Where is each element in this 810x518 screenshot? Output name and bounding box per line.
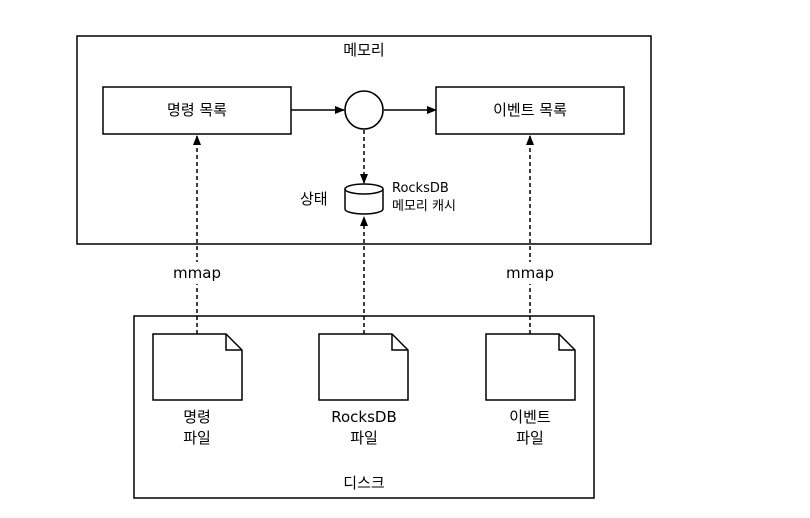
disk-title: 디스크 <box>343 474 385 492</box>
command-list-label: 명령 목록 <box>167 101 227 119</box>
mmap-label-right: mmap <box>506 264 554 282</box>
memory-container <box>76 35 652 245</box>
cache-label-line2: 메모리 캐시 <box>392 199 456 214</box>
state-label: 상태 <box>300 190 328 208</box>
rocksdb-file-label-line1: RocksDB <box>331 408 397 426</box>
state-cache-cylinder <box>344 183 384 215</box>
processor-circle <box>344 90 384 130</box>
command-file-label-line1: 명령 <box>183 408 211 426</box>
event-file-label-line1: 이벤트 <box>509 408 551 426</box>
command-file-label-line2: 파일 <box>183 429 211 447</box>
command-list-box <box>102 86 292 135</box>
command-file-icon <box>152 333 243 401</box>
cache-label-line1: RocksDB <box>392 181 449 196</box>
event-file-icon <box>485 333 576 401</box>
event-file-label-line2: 파일 <box>516 429 544 447</box>
event-list-label: 이벤트 목록 <box>493 101 567 119</box>
rocksdb-file-icon <box>318 333 409 401</box>
memory-title: 메모리 <box>343 41 385 59</box>
rocksdb-file-label-line2: 파일 <box>350 429 378 447</box>
mmap-label-left: mmap <box>173 264 221 282</box>
